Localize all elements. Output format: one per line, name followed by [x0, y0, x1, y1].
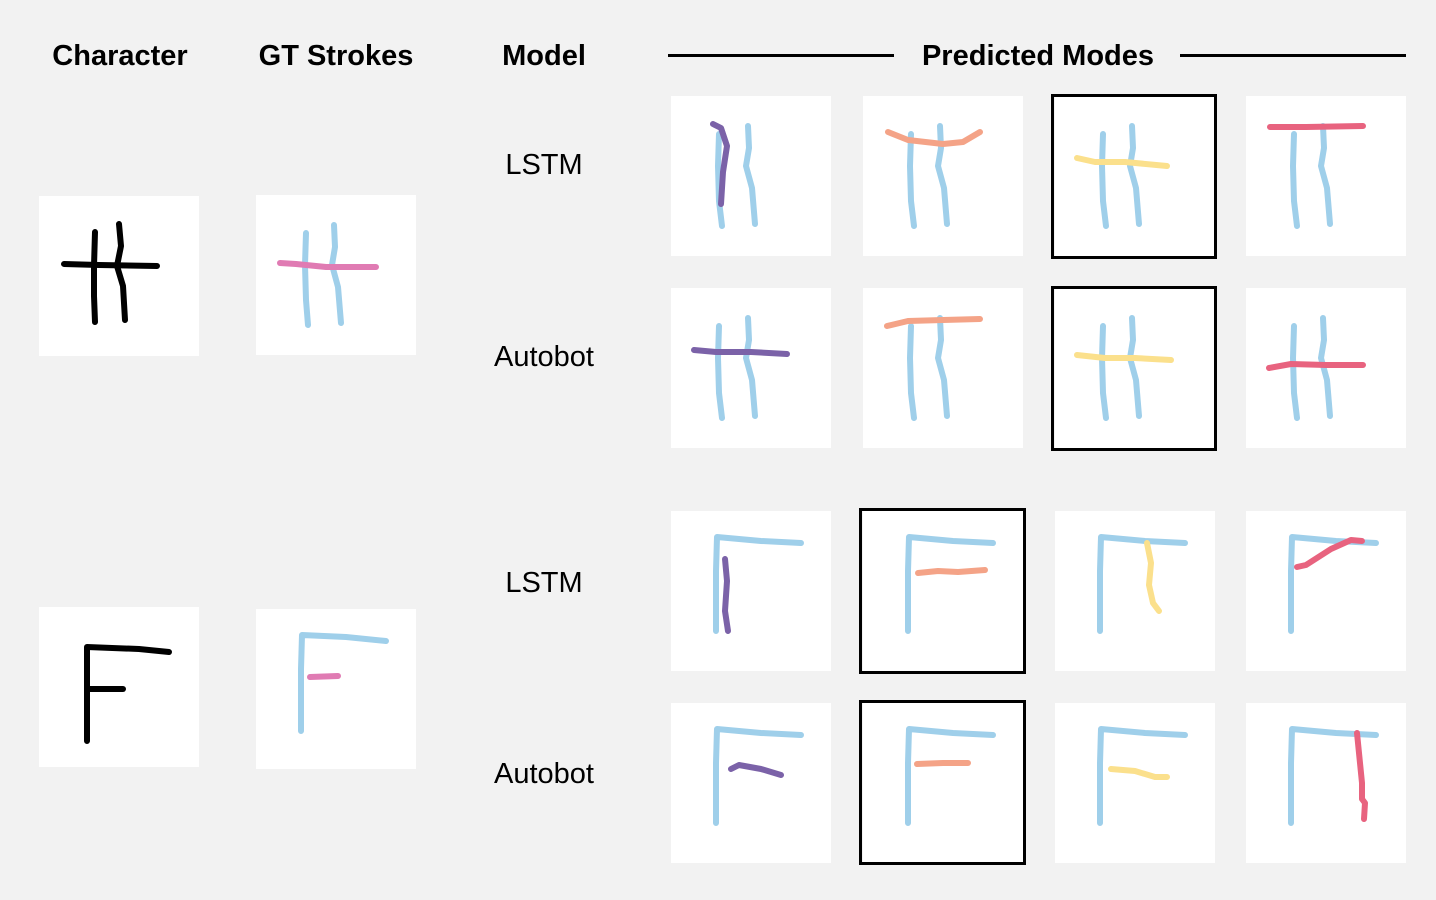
mode-r1-c1	[671, 96, 831, 256]
character-panel-f	[39, 607, 199, 767]
mode-r4-c3	[1055, 703, 1215, 863]
mode-r3-c4	[1246, 511, 1406, 671]
model-label-row-3: LSTM	[505, 567, 583, 599]
mode-r2-c3	[1055, 288, 1215, 448]
mode-r4-c1	[671, 703, 831, 863]
header-model: Model	[502, 40, 586, 72]
gt-stroke-f	[307, 673, 341, 680]
mode-r2-c2	[863, 288, 1023, 448]
character-ink-hash	[61, 221, 160, 325]
header-gt-strokes: GT Strokes	[258, 40, 414, 72]
mode-r3-c2	[863, 511, 1023, 671]
mode-r1-c3	[1055, 96, 1215, 256]
header-rule-left	[668, 54, 894, 57]
mode-r2-c1	[671, 288, 831, 448]
mode-r4-c4	[1246, 703, 1406, 863]
character-panel-hash	[39, 196, 199, 356]
header-predicted-modes: Predicted Modes	[921, 40, 1155, 72]
model-label-row-4: Autobot	[494, 758, 594, 790]
model-label-row-2: Autobot	[494, 341, 594, 373]
mode-r1-c4	[1246, 96, 1406, 256]
character-ink-f	[84, 644, 172, 744]
mode-r1-c2	[863, 96, 1023, 256]
header-character: Character	[52, 40, 188, 72]
mode-r4-c2	[863, 703, 1023, 863]
gt-base-strokes-f	[298, 632, 389, 734]
header-rule-right	[1180, 54, 1406, 57]
model-label-row-1: LSTM	[505, 149, 583, 181]
gt-panel-f	[256, 609, 416, 769]
gt-base-strokes-hash	[302, 222, 344, 328]
mode-r3-c3	[1055, 511, 1215, 671]
gt-stroke-hash	[277, 260, 379, 270]
gt-panel-hash	[256, 195, 416, 355]
mode-r2-c4	[1246, 288, 1406, 448]
mode-r3-c1	[671, 511, 831, 671]
